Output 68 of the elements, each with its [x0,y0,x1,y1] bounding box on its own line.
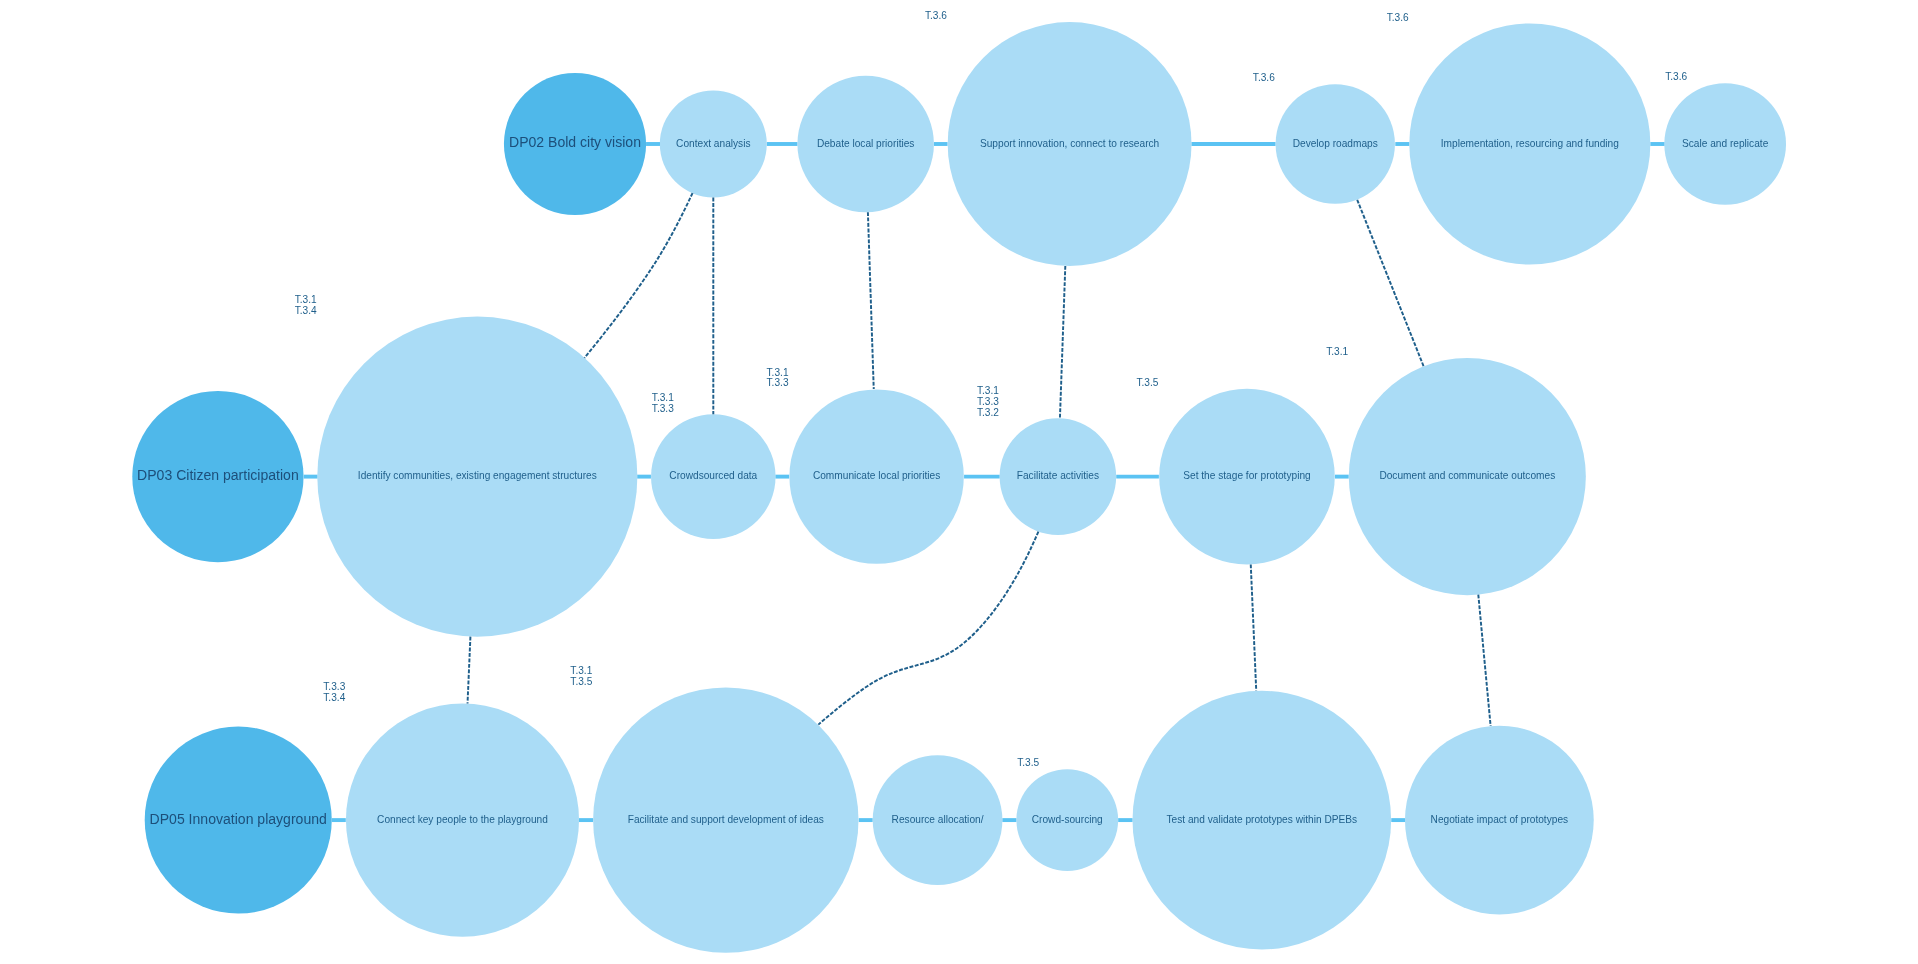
connector [1058,264,1067,420]
connector [646,142,660,146]
connector [637,474,651,479]
connector [579,818,594,823]
connector [1395,142,1410,146]
node-circle: Facilitate activities [999,418,1117,535]
connector [775,474,790,479]
node-label: T.3.4 [323,691,346,703]
node-circle: Develop roadmaps [1275,84,1395,204]
node-label: T.3.1 [570,664,593,676]
connector [858,818,873,823]
connector [1650,142,1665,146]
node-circle: Crowd-sourcing [1016,769,1119,871]
node-circle: Set the stage for prototyping [1159,388,1335,565]
node-label: T.3.3 [766,377,789,389]
node-circle: Test and validate prototypes within DPEBs [1132,690,1392,950]
connector [1249,563,1258,692]
connector [1002,818,1017,823]
connector [866,211,875,390]
node-label: T.3.3 [323,680,346,692]
node-circle: Communicate local priorities [789,389,964,564]
connector [466,635,472,705]
connector [1477,593,1492,727]
node-label: T.3.6 [924,10,947,22]
node-label: T.3.1 [294,293,317,305]
node-label: T.3.2 [976,406,999,418]
connector [1356,198,1425,368]
node-label: T.3.6 [1665,71,1688,83]
node-circle: Implementation, resourcing and funding [1409,23,1651,265]
node-label: T.3.1 [1326,346,1349,358]
connector [817,530,1040,726]
node-circle: Crowdsourced data [651,414,776,539]
node-label: T.3.6 [1252,72,1275,84]
node-circle: Scale and replicate [1664,83,1786,205]
node-label: T.3.1 [766,366,789,378]
node-circle: DP03 Citizen participation [132,390,304,563]
connector [331,818,346,823]
connector [766,142,798,146]
node-circle: Support innovation, connect to research [947,22,1192,266]
node-circle: Identify communities, existing engagement structures [317,316,638,637]
node-label: T.3.3 [651,402,674,414]
connector [583,192,694,359]
connector [1116,474,1159,479]
node-label: T.3.3 [976,395,999,407]
node-label: T.3.5 [570,675,593,687]
node-circle: Document and communicate outcomes [1348,358,1586,596]
connector [1191,142,1276,146]
node-circle: Resource allocation/ [872,755,1003,885]
connector [712,196,715,416]
node-circle: Connect key people to the playground [345,703,579,937]
node-circle: Facilitate and support development of ideas [593,687,859,953]
connector [1391,818,1405,823]
node-circle: Negotiate impact of prototypes [1404,725,1594,915]
node-label: T.3.1 [976,384,999,396]
connector [303,474,318,479]
connector [934,142,948,146]
node-label: T.3.4 [294,304,317,316]
node-circle: Context analysis [659,90,767,198]
node-label: T.3.1 [651,391,674,403]
connector [1335,474,1349,479]
node-circle: DP05 Innovation playground [144,726,332,914]
node-circle: Debate local priorities [797,75,934,213]
connector [964,474,1000,479]
node-circle: DP02 Bold city vision [503,72,647,216]
node-label: T.3.5 [1017,757,1040,769]
node-label: T.3.5 [1136,376,1159,388]
connector [1118,818,1133,823]
node-label: T.3.6 [1386,11,1409,23]
